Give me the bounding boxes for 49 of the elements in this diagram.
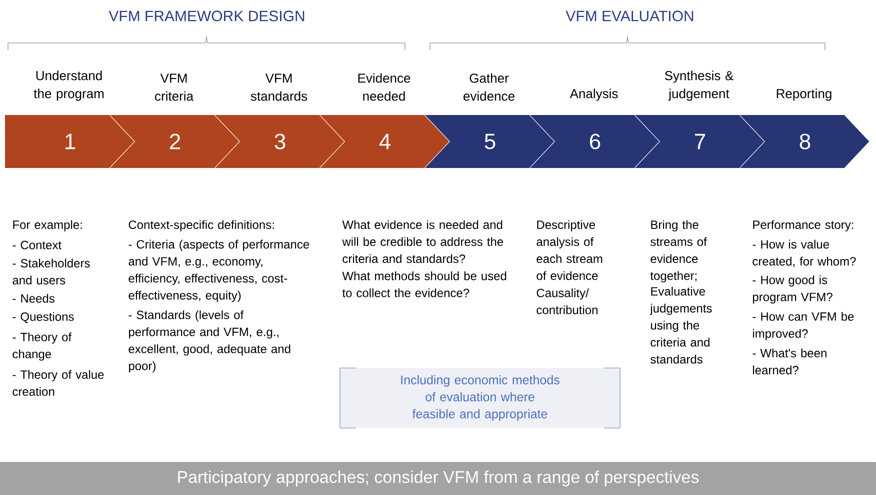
node-label: 4 <box>379 134 390 150</box>
note-box: Including economic methods of evaluation where feasible and appropriate <box>340 368 620 428</box>
description-text: Evaluative judgements using the criteria and standards <box>650 286 712 364</box>
step-title: Understand the program <box>34 70 104 101</box>
step-title: VFM criteria <box>155 74 194 101</box>
section-heading: VFM FRAMEWORK DESIGN <box>108 10 304 22</box>
step-title: Evidence needed <box>358 73 410 101</box>
step-title: Gather evidence <box>464 73 514 101</box>
description-text: What methods should be used to collect the evidence? <box>342 271 506 298</box>
step-title: Synthesis & judgement <box>664 70 734 101</box>
process-step: 3 <box>215 114 346 168</box>
node-label: 2 <box>170 134 180 150</box>
description-text: - Stakeholders and users <box>12 258 90 284</box>
description-text: Causality/ contribution <box>536 288 598 314</box>
process-step: 5 <box>425 114 556 168</box>
description-text: - How is value created, for whom? <box>752 240 856 267</box>
process-step: 4 <box>320 114 451 168</box>
description-text: - What's been learned? <box>752 348 826 374</box>
node-label: 6 <box>590 134 600 150</box>
description-text: - Theory of change <box>12 332 72 361</box>
process-step: 6 <box>530 114 661 168</box>
step-title: VFM standards <box>250 74 308 101</box>
process-step: 2 <box>110 114 241 168</box>
description-text: For example: <box>13 220 82 232</box>
description-text: Context-specific definitions: <box>128 220 274 232</box>
description-text: - How good is program VFM? <box>752 275 832 304</box>
process-step: 1 <box>5 114 136 168</box>
description-text: What evidence is needed and will be credible to address the criteria and standards? <box>342 220 504 263</box>
description-text: - Needs <box>12 294 54 303</box>
description-text: Bring the streams of evidence together; <box>650 220 707 282</box>
banner: Participatory approaches; consider VFM from a range of perspectives <box>0 462 876 495</box>
process-step: 7 <box>635 114 766 168</box>
process-step: 8 <box>740 114 871 168</box>
description-text: - How can VFM be improved? <box>752 312 854 340</box>
description-text: - Context <box>12 240 62 250</box>
step-title: Analysis <box>570 88 618 101</box>
description-text: Descriptive analysis of each stream of evidence <box>536 220 602 280</box>
step-title: Reporting <box>776 88 832 101</box>
node-label: 7 <box>695 134 706 150</box>
description-text: Performance story: <box>753 220 854 232</box>
description-text: - Standards (levels of performance and VFM, e.g., excellent, good, adequate and poor) <box>128 310 290 373</box>
section-heading: VFM EVALUATION <box>566 10 694 22</box>
description-text: - Questions <box>12 312 74 324</box>
description-text: - Theory of value creation <box>12 370 104 396</box>
node-label: 8 <box>800 134 810 150</box>
node-label: 1 <box>66 134 76 150</box>
node-label: 3 <box>274 134 286 150</box>
description-text: - Criteria (aspects of performance and VFM, e.g., economy, efficiency, effectiveness, cost-effectiveness, equity) <box>128 240 310 302</box>
node-label: 5 <box>484 134 496 150</box>
